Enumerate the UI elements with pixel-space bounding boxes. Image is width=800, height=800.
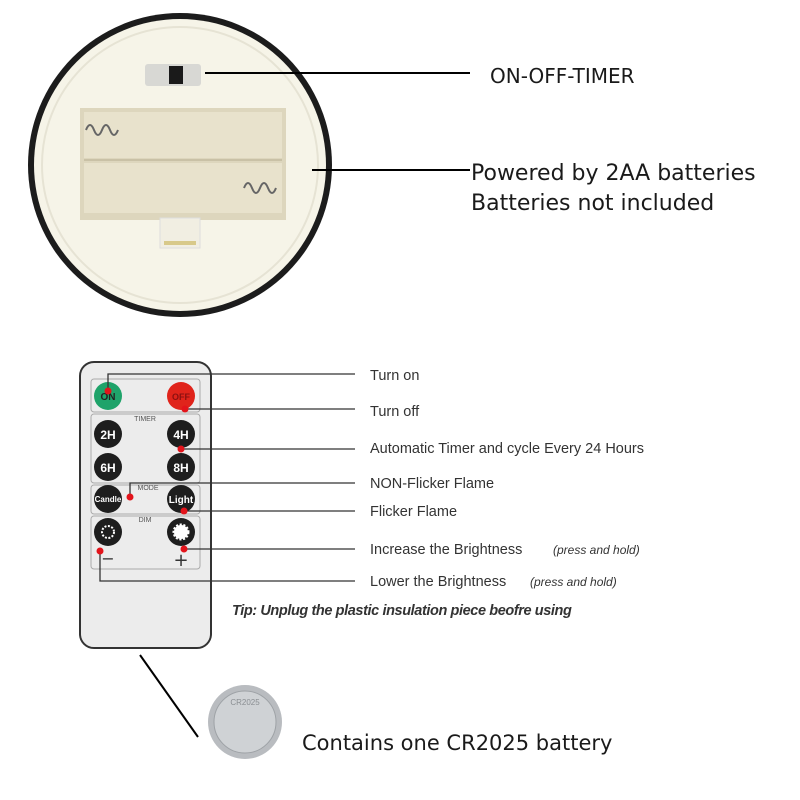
svg-text:4H: 4H	[173, 428, 188, 442]
on-off-timer-switch	[169, 66, 183, 84]
callout-lower: Lower the Brightness	[370, 574, 506, 590]
timer-2h-button[interactable]	[94, 420, 122, 448]
timer-6h-button[interactable]	[94, 453, 122, 481]
light-mode-button[interactable]	[167, 485, 195, 513]
sun-large-icon	[172, 523, 190, 541]
sun-small-icon	[101, 525, 115, 539]
switch-label: ON-OFF-TIMER	[490, 64, 635, 88]
svg-text:ON: ON	[101, 392, 116, 403]
callout-non-flicker: NON-Flicker Flame	[370, 476, 494, 492]
callout-turn-on: Turn on	[370, 368, 419, 384]
on-button[interactable]	[94, 382, 122, 410]
svg-text:Candle: Candle	[95, 495, 122, 504]
plus-label: +	[173, 550, 188, 571]
callout-flicker: Flicker Flame	[370, 504, 457, 520]
callout-dots	[96, 387, 189, 555]
candle-base-image	[28, 13, 332, 317]
callout-lower-note: (press and hold)	[530, 575, 617, 589]
spring-icon	[243, 182, 277, 194]
svg-text:8H: 8H	[173, 461, 188, 475]
dim-down-button[interactable]	[94, 518, 122, 546]
callout-turn-off: Turn off	[370, 404, 420, 420]
candle-mode-button[interactable]	[94, 485, 122, 513]
callout-increase: Increase the Brightness	[370, 542, 522, 558]
dim-section-label: DIM	[139, 517, 152, 524]
mode-section-label: MODE	[138, 485, 159, 492]
svg-text:OFF: OFF	[172, 392, 190, 402]
svg-text:6H: 6H	[100, 461, 115, 475]
off-button[interactable]	[167, 382, 195, 410]
callout-lines	[99, 373, 355, 582]
tip-text: Tip: Unplug the plastic insulation piece…	[232, 603, 572, 619]
timer-8h-button[interactable]	[167, 453, 195, 481]
svg-text:2H: 2H	[100, 428, 115, 442]
battery-label-2: Batteries not included	[471, 191, 714, 216]
svg-text:CR2025: CR2025	[230, 698, 260, 707]
coin-battery-label: Contains one CR2025 battery	[302, 731, 612, 755]
timer-section-label: TIMER	[134, 416, 156, 423]
callout-increase-note: (press and hold)	[553, 543, 640, 557]
callout-timer: Automatic Timer and cycle Every 24 Hours	[370, 441, 644, 457]
battery-label-1: Powered by 2AA batteries	[471, 161, 756, 186]
spring-icon	[85, 124, 119, 136]
timer-4h-button[interactable]	[167, 420, 195, 448]
coin-battery-image: CR2025	[208, 685, 282, 759]
svg-text:Light: Light	[169, 495, 194, 506]
remote-control: TIMER MODE DIM ON OFF 2H 4H 6H 8H Candle…	[79, 361, 212, 649]
minus-label: −	[101, 549, 114, 568]
